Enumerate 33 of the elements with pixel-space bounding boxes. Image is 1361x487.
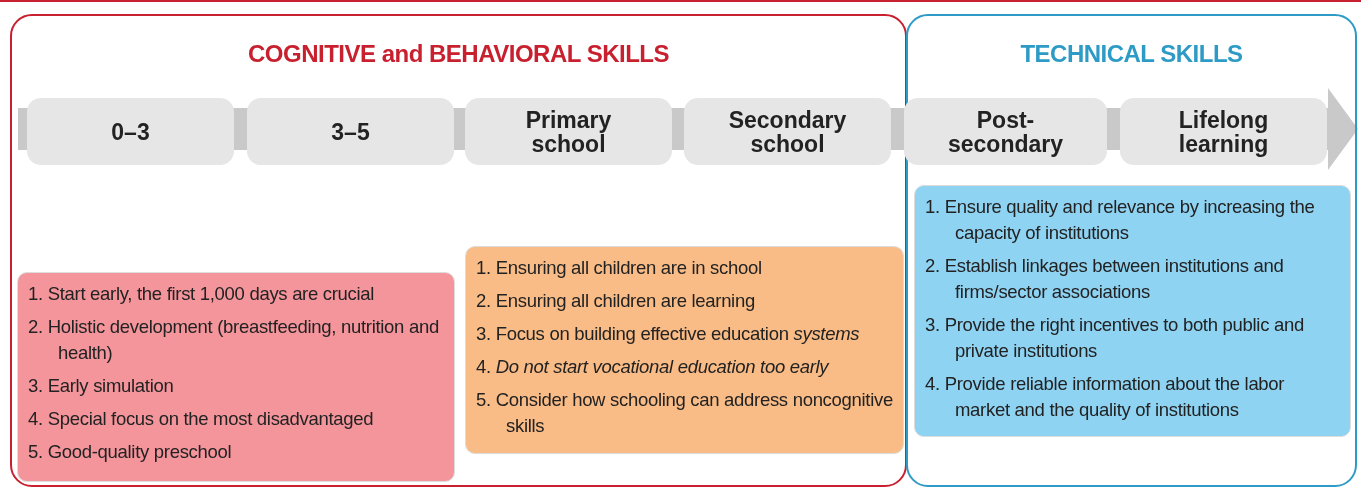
list-item: 5. Good-quality preschool (28, 440, 233, 464)
panel-title: TECHNICAL SKILLS (1019, 40, 1244, 68)
list-item: 3. Provide the right incentives to both public and private institutions (925, 313, 1305, 363)
list-item: 2. Ensuring all children are learning (476, 289, 756, 313)
list-item: 5. Consider how schooling can address noncognitive skills (476, 388, 893, 438)
list-item: 1. Ensure quality and relevance by increasing the capacity of institutions (925, 195, 1316, 245)
stage-box (1120, 98, 1327, 165)
skills-panel (10, 14, 907, 487)
stage-label: Post- secondary (946, 107, 1065, 156)
stage-box (247, 98, 454, 165)
list-item: 4. Special focus on the most disadvantaged (28, 407, 375, 431)
stage-label: Lifelong learning (1177, 107, 1270, 156)
list-item: 3. Focus on building effective education systems (476, 322, 861, 346)
stage-box (27, 98, 234, 165)
recommendation-box (17, 272, 455, 482)
stage-label: 0–3 (110, 119, 151, 144)
list-item: 1. Start early, the first 1,000 days are crucial (28, 282, 376, 306)
list-item: 4. Provide reliable information about the labor market and the quality of institutions (925, 372, 1286, 422)
stage-box (904, 98, 1107, 165)
list-item: 4. Do not start vocational education too early (476, 355, 831, 379)
stage-label: Primary school (524, 107, 613, 156)
list-item: 2. Holistic development (breastfeeding, nutrition and health) (28, 315, 440, 365)
list-item: 2. Establish linkages between institutions and firms/sector associations (925, 254, 1285, 304)
stage-box (684, 98, 891, 165)
stage-box (465, 98, 672, 165)
stage-label: Secondary school (727, 107, 848, 156)
stage-label: 3–5 (330, 119, 371, 144)
list-item: 3. Early simulation (28, 374, 175, 398)
recommendation-box (465, 246, 904, 454)
panel-title: COGNITIVE and BEHAVIORAL SKILLS (247, 40, 670, 68)
skills-panel (906, 14, 1357, 487)
list-item: 1. Ensuring all children are in school (476, 256, 763, 280)
recommendation-box (914, 185, 1351, 437)
